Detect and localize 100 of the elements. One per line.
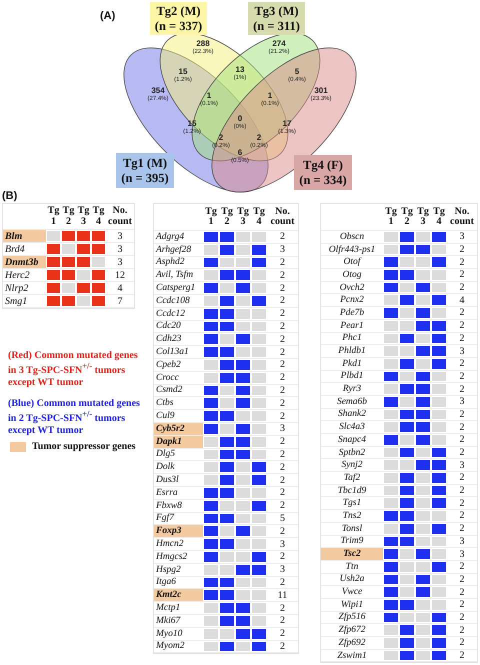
count-value: 2	[279, 500, 286, 512]
column-header: No. count	[449, 204, 475, 229]
count-value: 2	[458, 282, 466, 294]
count-value: 2	[458, 446, 466, 458]
count-value: 2	[279, 550, 286, 563]
count-value: 3	[458, 231, 466, 243]
count-value: 2	[458, 332, 466, 344]
count-value: 2	[458, 370, 466, 382]
gene-name: Zfp516	[338, 612, 366, 624]
gene-name: Hmcn2	[155, 538, 184, 550]
highlighted-gene-name: Kmt2c	[154, 589, 203, 602]
count-value: 2	[279, 269, 286, 282]
count-value: 2	[458, 320, 466, 332]
legend-text: Tumor suppressor genes	[32, 441, 136, 452]
count-value: 3	[279, 244, 286, 256]
region-count: 1	[206, 92, 212, 100]
column-header: Tg 4	[432, 204, 446, 229]
gene-name: Shank2	[337, 408, 367, 420]
count-value: 2	[458, 408, 466, 420]
count-value: 2	[458, 586, 466, 598]
count-value: 2	[279, 614, 286, 627]
gene-name: Otof	[342, 256, 362, 268]
gene-name: Crocc	[155, 372, 180, 384]
count-value: 2	[279, 525, 286, 538]
region-count: 6	[238, 149, 242, 157]
set-name: Tg2 (M)	[156, 4, 201, 18]
column-header: Tg 2	[220, 204, 234, 229]
gene-name: Ctbs	[155, 397, 174, 410]
gene-name: Mki67	[155, 614, 182, 627]
gene-name: Sema6b	[336, 396, 368, 408]
count-value: 2	[458, 637, 466, 649]
highlighted-gene-name: Dapk1	[154, 436, 203, 448]
set-name: Tg1 (M)	[122, 156, 168, 170]
gene-name: Dus3l	[155, 474, 180, 486]
gene-name: Ryr3	[342, 383, 362, 395]
gene-name: Asphd2	[154, 256, 186, 268]
count-value: 2	[458, 612, 466, 624]
column-header: Tg 2	[400, 204, 414, 229]
count-value: 11	[276, 589, 288, 602]
column-header: Tg 1	[384, 204, 398, 229]
count-value: 3	[116, 243, 124, 255]
count-value: 2	[279, 486, 286, 499]
gene-name: Zswim1	[336, 650, 368, 662]
highlighted-gene-name: Tsc2	[321, 548, 383, 560]
gene-name: Cul9	[155, 410, 176, 422]
highlighted-gene-name: Foxp3	[154, 525, 203, 538]
gene-name: Smg1	[4, 295, 28, 307]
gene-name: Dolk	[155, 461, 176, 474]
gene-name: Ccdc12	[155, 308, 186, 320]
count-value: 2	[458, 256, 466, 268]
count-value: 2	[279, 256, 286, 268]
highlighted-gene-name: Cyb5r2	[154, 422, 203, 435]
gene-name: Cdc20	[155, 320, 182, 332]
gene-name: Avil, Tsfm	[154, 269, 194, 282]
count-value: 2	[279, 372, 286, 384]
count-value: 3	[458, 548, 466, 560]
count-value: 2	[279, 384, 286, 396]
note-text: (Red) Common mutated genes in 3 Tg-SPC-SFN$^{+/-}$ tumors except WT tumor	[8, 350, 139, 390]
gene-name: Fbxw8	[155, 500, 183, 512]
gene-name: Csmd2	[155, 384, 184, 396]
gene-name: Pear1	[339, 320, 365, 332]
count-value: 3	[116, 256, 124, 268]
count-value: 2	[279, 474, 286, 486]
region-count: 1	[268, 92, 272, 100]
region-count: 2	[256, 134, 262, 142]
gene-name: Nlrp2	[4, 282, 30, 294]
count-value: 2	[279, 333, 286, 346]
count-value: 3	[116, 230, 124, 242]
count-value: 2	[458, 434, 466, 446]
count-value: 7	[116, 295, 124, 307]
gene-name: Hspg2	[155, 564, 182, 576]
count-value: 3	[458, 396, 466, 408]
gene-name: Hmgcs2	[155, 550, 188, 563]
gene-name: Phc1	[341, 332, 363, 344]
region-count: 301	[314, 87, 328, 95]
count-value: 2	[279, 346, 286, 358]
gene-name: Pcnx2	[339, 294, 365, 306]
gene-name: Myo10	[155, 628, 184, 640]
gene-name: Tbc1d9	[336, 484, 368, 496]
count-value: 2	[458, 269, 466, 281]
count-value: 2	[458, 358, 466, 370]
count-value: 3	[458, 345, 466, 357]
count-value: 2	[458, 472, 466, 484]
gene-name: Col13a1	[155, 346, 190, 358]
count-value: 2	[458, 650, 466, 662]
gene-name: Obscn	[338, 231, 366, 243]
gene-name: Tgs1	[342, 497, 362, 510]
gene-name: Pde7b	[338, 307, 366, 319]
set-label-box	[116, 153, 174, 188]
set-label-box	[248, 2, 305, 35]
note-text: (Blue) Common mutated genes in 2 Tg-SPC-SFN$^{+/-}$ tumors except WT tumor	[8, 398, 141, 438]
set-name: Tg4 (F)	[303, 158, 343, 172]
gene-name: Ovch2	[338, 282, 366, 294]
gene-name: Taf2	[342, 472, 362, 484]
gene-name: Tns2	[342, 510, 362, 522]
region-count: 354	[151, 87, 165, 95]
gene-name: Trim9	[340, 536, 364, 548]
gene-name: Olfr443-ps1	[328, 244, 376, 256]
count-value: 2	[279, 308, 286, 320]
count-value: 2	[458, 598, 466, 611]
